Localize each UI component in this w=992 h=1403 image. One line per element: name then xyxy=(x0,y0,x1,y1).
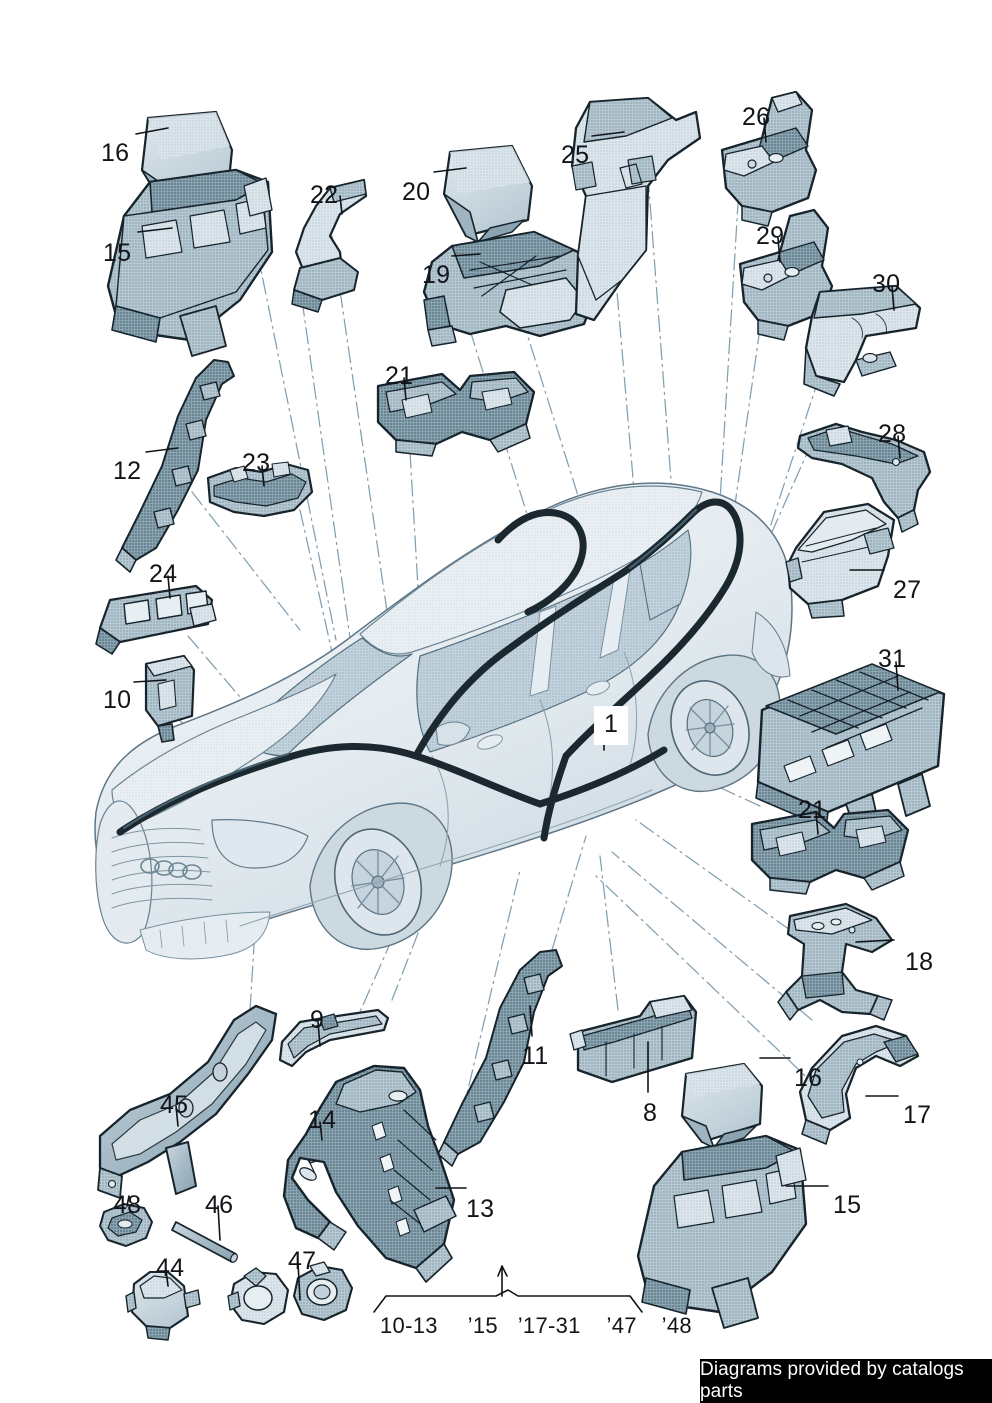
legend-item-3: ’47 xyxy=(606,1313,637,1338)
part-12 xyxy=(115,359,235,573)
callout-24: 24 xyxy=(149,560,178,588)
callout-15-right: 15 xyxy=(833,1191,862,1219)
callout-46: 46 xyxy=(205,1191,234,1219)
callout-29: 29 xyxy=(756,222,785,250)
callout-12: 12 xyxy=(113,457,142,485)
part-21-right xyxy=(750,808,910,895)
part-27 xyxy=(785,502,896,619)
callout-21-top: 21 xyxy=(385,362,414,390)
callout-19: 19 xyxy=(422,261,451,289)
callout-10: 10 xyxy=(103,686,132,714)
callout-11: 11 xyxy=(522,1042,549,1070)
callout-48: 48 xyxy=(113,1191,142,1219)
part-30 xyxy=(803,284,922,397)
callout-8: 8 xyxy=(643,1099,658,1127)
part-46 xyxy=(171,1221,238,1263)
callout-13: 13 xyxy=(466,1195,495,1223)
legend-item-2: ’17-31 xyxy=(517,1313,581,1338)
part-21-top xyxy=(376,370,536,457)
part-15-right xyxy=(636,1134,808,1329)
callout-20: 20 xyxy=(402,178,431,206)
legend-item-0: 10-13 xyxy=(380,1313,438,1338)
callout-28: 28 xyxy=(878,420,907,448)
part-8 xyxy=(569,994,698,1084)
part-18 xyxy=(777,902,894,1021)
part-47 xyxy=(227,1261,354,1326)
callout-26: 26 xyxy=(742,103,771,131)
callout-23: 23 xyxy=(242,449,271,477)
part-15-top xyxy=(106,168,274,357)
callout-16-right: 16 xyxy=(794,1064,823,1092)
part-23 xyxy=(206,461,314,518)
callout-16-top: 16 xyxy=(101,139,130,167)
part-20 xyxy=(442,144,534,243)
callout-17: 17 xyxy=(903,1101,932,1129)
callout-44: 44 xyxy=(156,1254,185,1282)
part-10 xyxy=(144,654,196,743)
callout-14: 14 xyxy=(308,1106,337,1134)
part-44 xyxy=(125,1270,201,1341)
part-29 xyxy=(738,208,834,341)
legend-range-row: 10-13 ’15 ’17-31 ’47 ’48 xyxy=(380,1313,692,1339)
callout-22: 22 xyxy=(310,181,339,209)
callout-27: 27 xyxy=(893,576,922,604)
part-9 xyxy=(278,1008,390,1068)
part-45 xyxy=(97,1004,278,1199)
part-13 xyxy=(282,1064,457,1283)
callout-25: 25 xyxy=(561,141,590,169)
callout-15-top: 15 xyxy=(103,239,132,267)
legend-bracket xyxy=(373,1265,643,1313)
callout-45: 45 xyxy=(160,1091,189,1119)
part-48 xyxy=(99,1203,153,1247)
part-22 xyxy=(291,178,368,313)
part-17 xyxy=(798,1024,920,1145)
callout-30: 30 xyxy=(872,270,901,298)
callout-21-right: 21 xyxy=(798,796,827,824)
legend-item-4: ’48 xyxy=(661,1313,692,1338)
callout-31: 31 xyxy=(878,645,907,673)
legend-item-1: ’15 xyxy=(467,1313,498,1338)
part-25 xyxy=(570,96,702,322)
footer-watermark: Diagrams provided by catalogs parts xyxy=(700,1359,992,1403)
part-26 xyxy=(720,90,818,227)
part-16-right xyxy=(680,1062,764,1149)
part-24 xyxy=(95,584,217,655)
part-28 xyxy=(796,422,932,533)
callout-9: 9 xyxy=(310,1006,325,1034)
part-19 xyxy=(422,230,598,347)
callout-18: 18 xyxy=(905,948,934,976)
callout-ticks xyxy=(126,117,901,1301)
callout-1: 1 xyxy=(594,706,629,745)
part-11 xyxy=(437,949,563,1167)
vehicle-illustration xyxy=(94,482,793,960)
callout-47: 47 xyxy=(288,1247,317,1275)
